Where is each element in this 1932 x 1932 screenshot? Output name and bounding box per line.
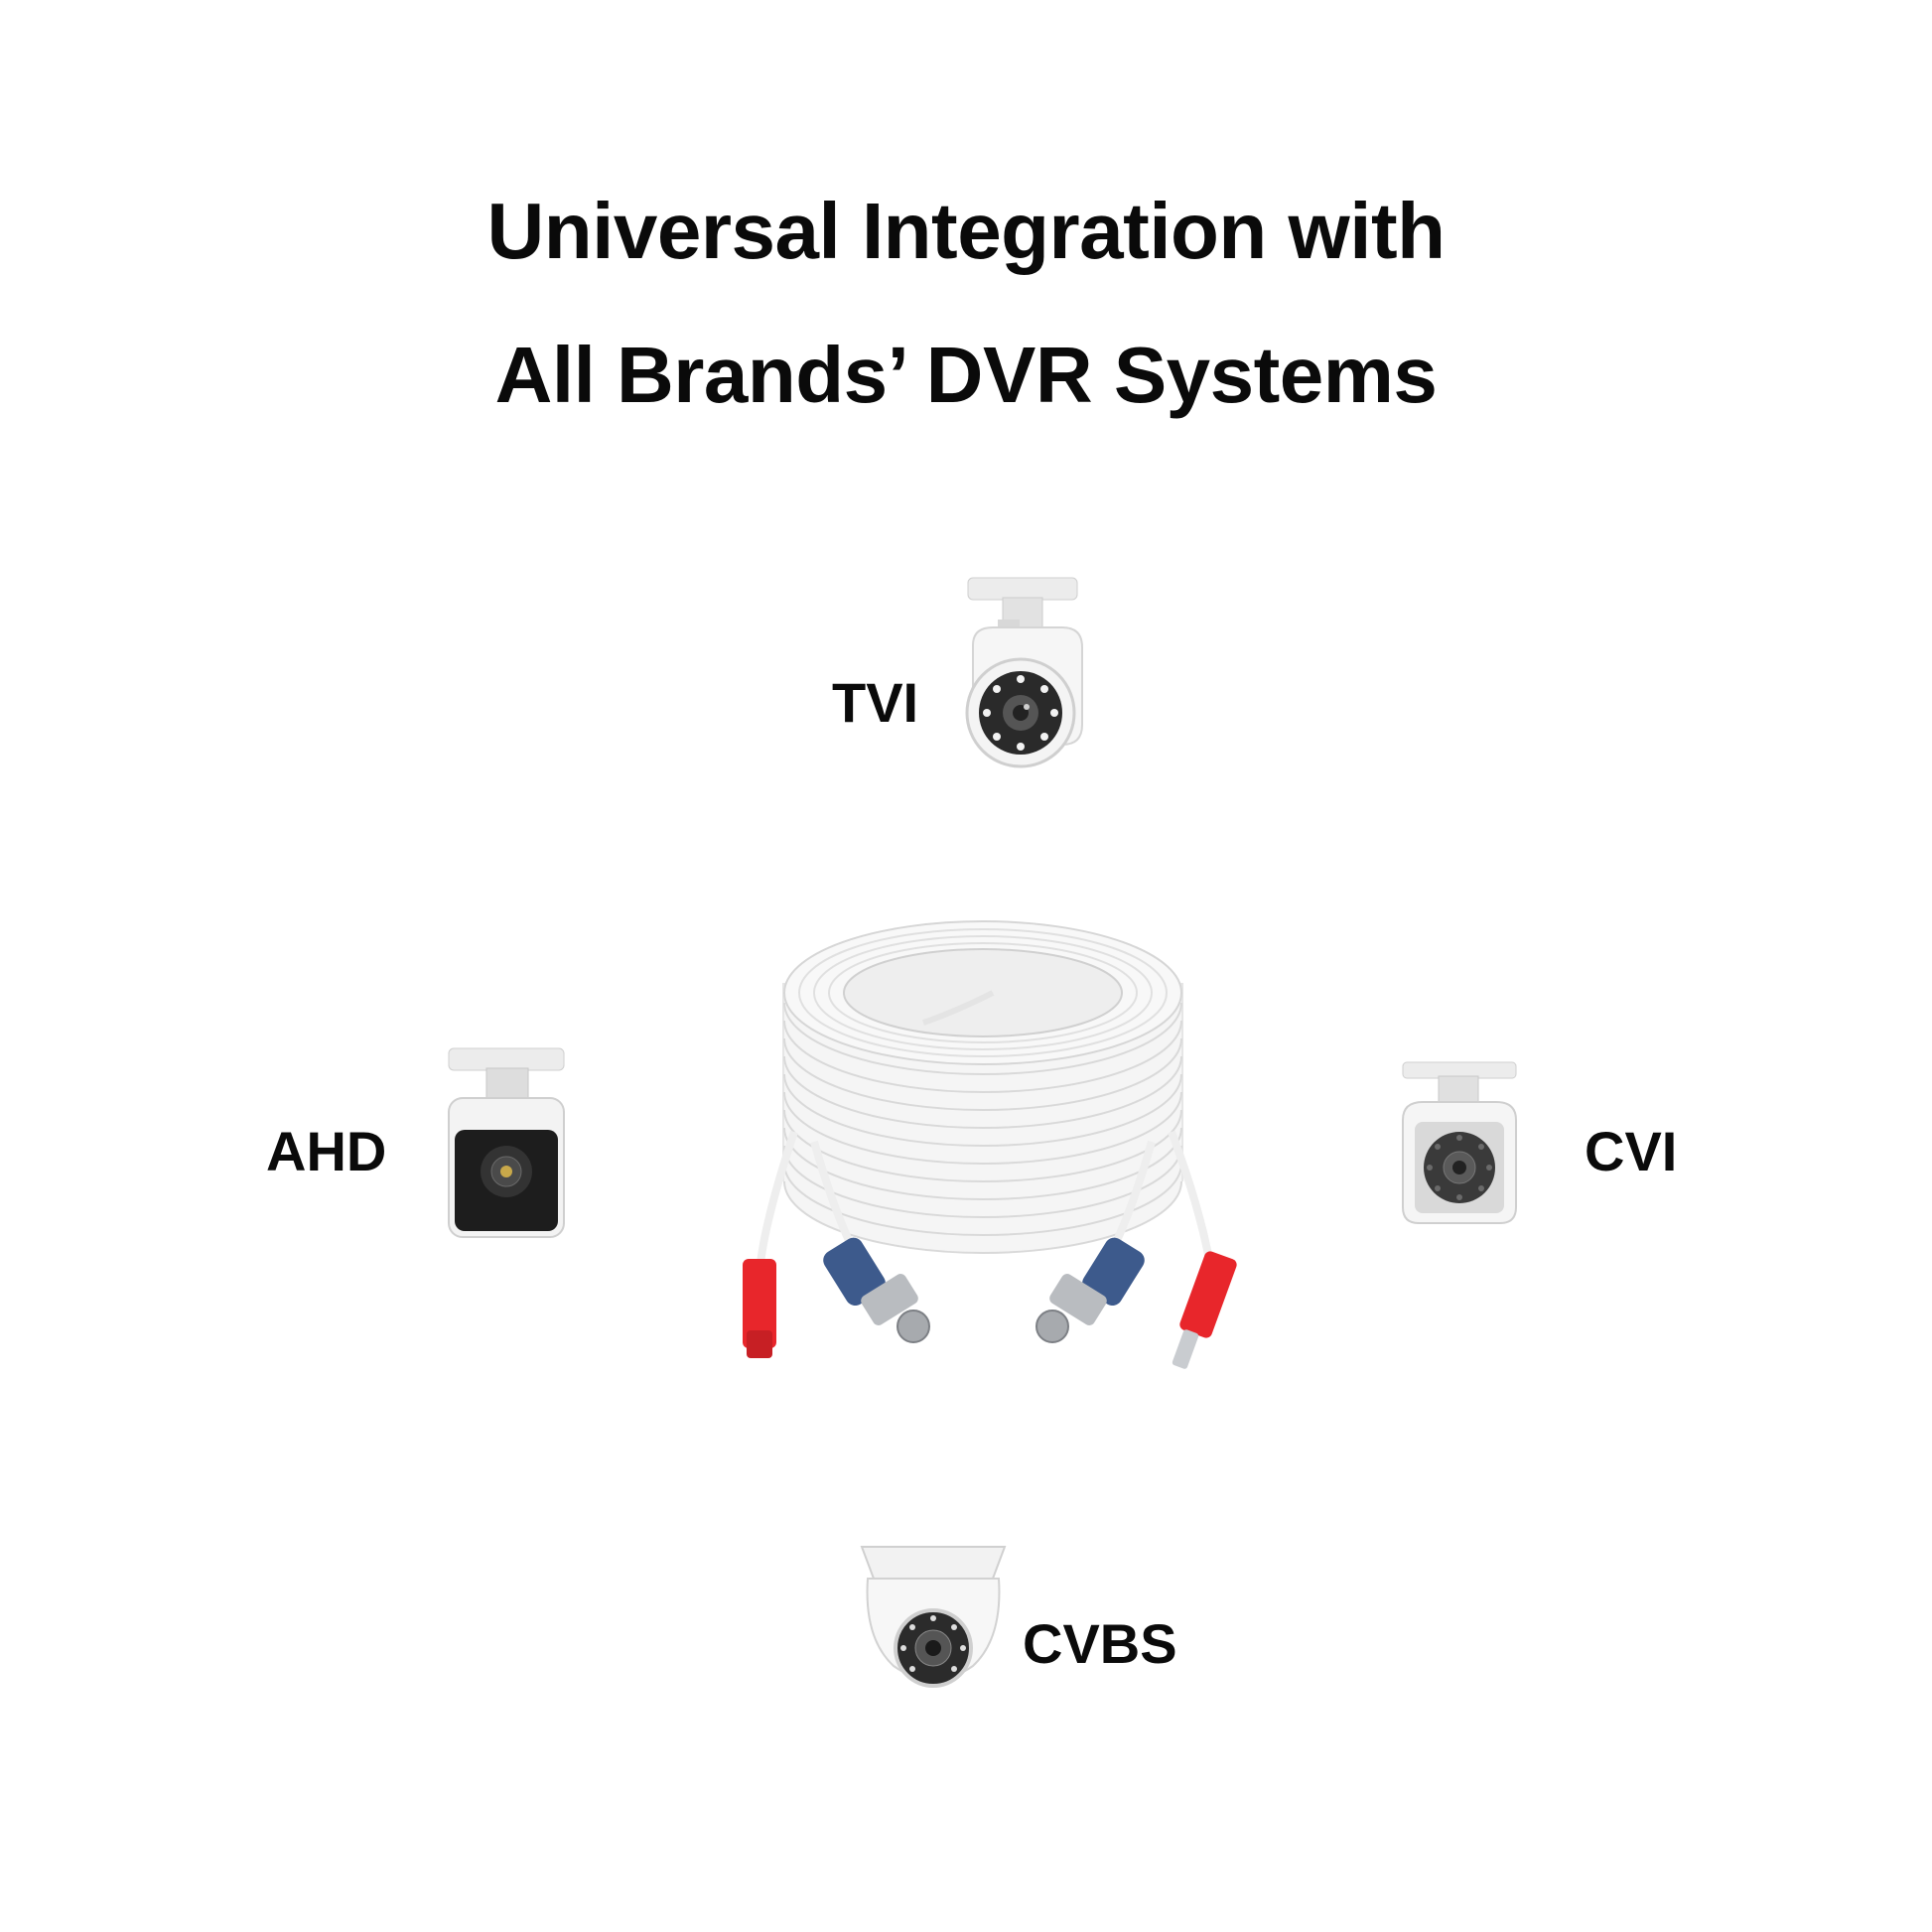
headline-line-1: Universal Integration with [486,187,1446,275]
bullet-camera-black-front-icon [448,1047,565,1238]
headline: Universal Integration with All Brands’ D… [0,159,1932,447]
camera-label-tvi: TVI [832,671,919,734]
camera-label-ahd: AHD [266,1120,387,1182]
bullet-camera-ir-icon [1402,1061,1517,1224]
bullet-camera-white-icon [965,577,1083,768]
camera-label-cvi: CVI [1585,1120,1678,1182]
headline-line-2: All Brands’ DVR Systems [494,331,1438,419]
dome-camera-icon [860,1546,1007,1688]
camera-label-cvbs: CVBS [1023,1612,1177,1675]
coiled-cable-icon [743,920,1237,1369]
